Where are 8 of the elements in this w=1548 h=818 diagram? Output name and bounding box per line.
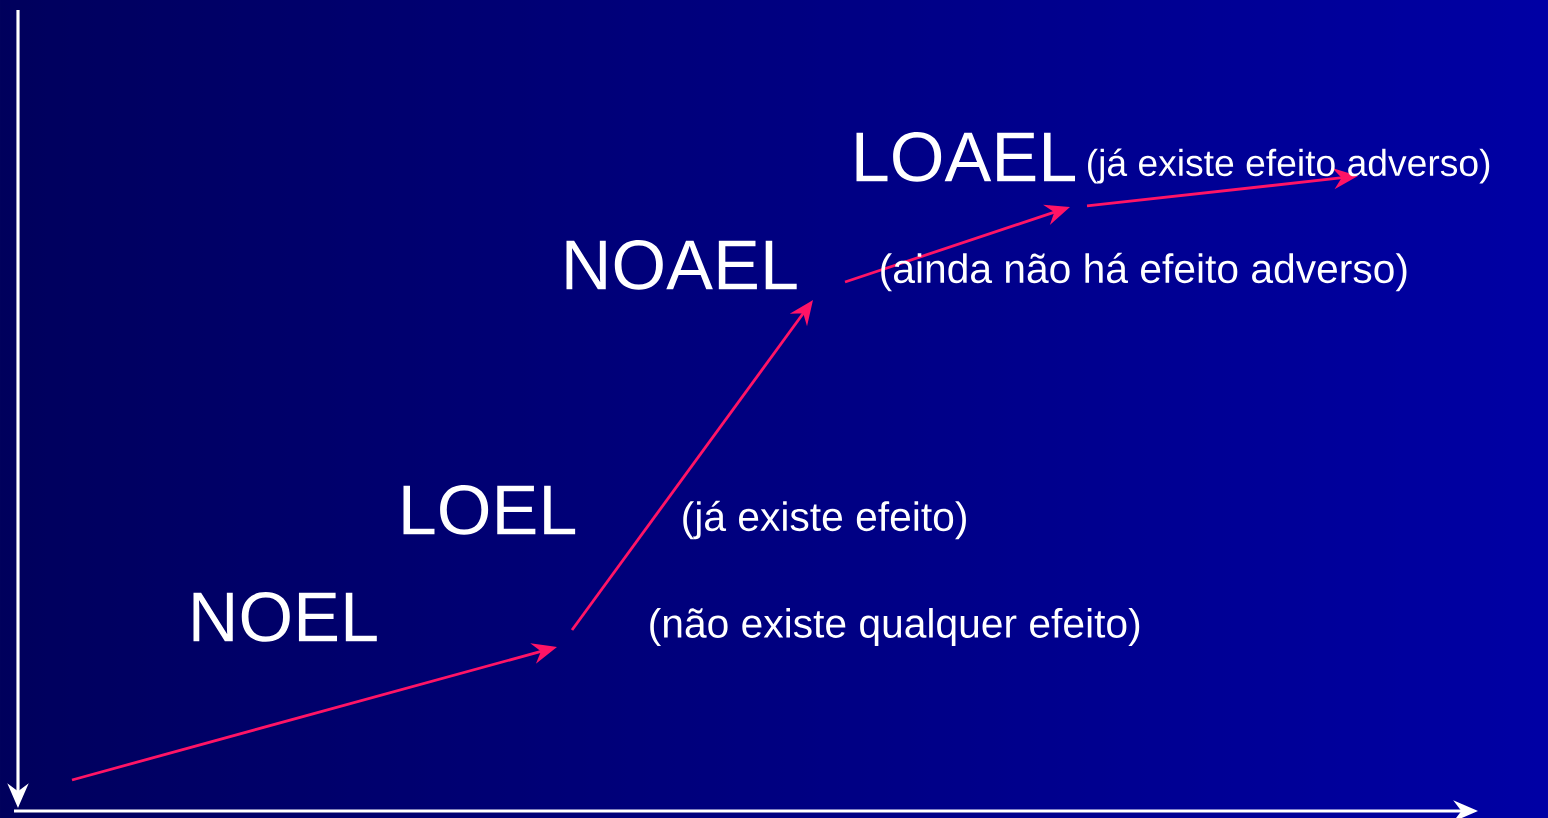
level-term: LOEL — [403, 485, 576, 535]
level-description: (já existe efeito) — [683, 500, 966, 540]
level-term: NOEL — [193, 592, 377, 642]
level-description: (já existe efeito adverso) — [1088, 148, 1490, 184]
level-term: NOAEL — [566, 240, 797, 290]
level-term: LOAEL — [856, 132, 1075, 182]
level-description: (ainda não há efeito adverso) — [881, 252, 1407, 292]
level-description: (não existe qualquer efeito) — [650, 608, 1140, 646]
